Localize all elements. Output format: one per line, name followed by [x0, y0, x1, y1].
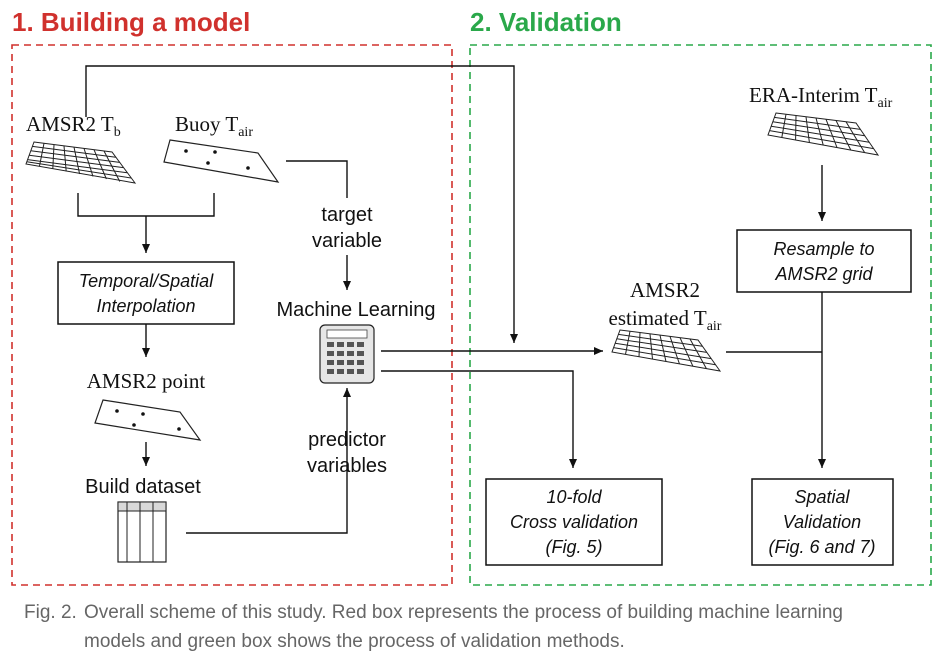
amsr2-estimated-label-1: AMSR2 [630, 278, 700, 302]
svg-text:(Fig. 6 and 7): (Fig. 6 and 7) [768, 537, 875, 557]
buoy-tair-label: Buoy Tair [175, 112, 253, 140]
build-dataset-label: Build dataset [85, 476, 201, 498]
svg-text:Spatial: Spatial [794, 487, 850, 507]
figure-caption: Fig. 2. Overall scheme of this study. Red… [24, 598, 929, 656]
resample-box: Resample to AMSR2 grid [736, 229, 912, 293]
arrow-tb-to-validation [85, 65, 518, 343]
svg-text:(Fig. 5): (Fig. 5) [545, 537, 602, 557]
svg-text:Cross validation: Cross validation [510, 512, 638, 532]
calculator-icon [319, 324, 375, 384]
svg-text:Resample to: Resample to [773, 239, 874, 259]
svg-text:Interpolation: Interpolation [96, 296, 195, 316]
amsr2-point-icon [94, 399, 202, 441]
arrow-ml-to-cross-validation [381, 370, 577, 468]
dataset-table-icon [117, 501, 167, 563]
target-variable-label-1: target [321, 204, 373, 226]
svg-text:10-fold: 10-fold [546, 487, 602, 507]
svg-text:Validation: Validation [783, 512, 861, 532]
spatial-validation-box: Spatial Validation (Fig. 6 and 7) [751, 478, 894, 566]
caption-line-1: Overall scheme of this study. Red box re… [84, 602, 843, 623]
section2-box [469, 44, 932, 586]
arrow-dataset-to-ml [186, 388, 351, 534]
svg-text:AMSR2 grid: AMSR2 grid [774, 264, 873, 284]
amsr2-estimated-label-2: estimated Tair [609, 306, 722, 334]
era-interim-grid-icon [767, 112, 880, 156]
caption-line-2: models and green box shows the process o… [84, 631, 625, 652]
section2-title: 2. Validation [470, 7, 622, 37]
section1-title: 1. Building a model [12, 7, 250, 37]
era-interim-label: ERA-Interim Tair [749, 83, 893, 111]
predictor-variables-label-1: predictor [308, 429, 386, 451]
amsr2-point-label: AMSR2 point [87, 369, 206, 393]
caption-label: Fig. 2. [24, 602, 77, 623]
predictor-variables-label-2: variables [307, 455, 387, 477]
target-variable-label-2: variable [312, 230, 382, 252]
machine-learning-label: Machine Learning [277, 299, 436, 321]
section1-box [11, 44, 453, 586]
cross-validation-box: 10-fold Cross validation (Fig. 5) [485, 478, 663, 566]
estimated-grid-icon [611, 329, 722, 372]
amsr2-tb-label: AMSR2 Tb [26, 112, 121, 140]
svg-text:Temporal/Spatial: Temporal/Spatial [79, 271, 214, 291]
amsr2-tb-grid-icon [25, 141, 137, 184]
workflow-diagram: 1. Building a model 2. Validation AMSR2 … [11, 7, 932, 586]
merge-connector [77, 193, 215, 217]
buoy-points-icon [163, 139, 280, 183]
buoy-to-target-line [286, 160, 348, 198]
interpolation-box: Temporal/Spatial Interpolation [57, 261, 235, 325]
